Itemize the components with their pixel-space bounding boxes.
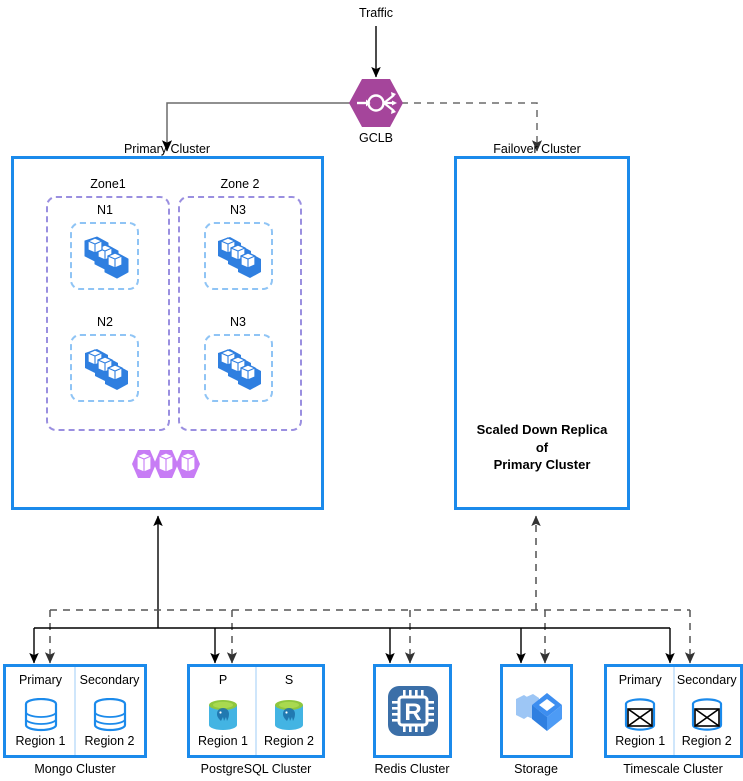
container-cubes-icon bbox=[218, 237, 261, 278]
region-label: Region 1 bbox=[615, 734, 666, 748]
zone-box-zone2[interactable] bbox=[178, 196, 302, 431]
datastore-box-storage[interactable] bbox=[500, 664, 573, 758]
node-label-n3-a: N3 bbox=[230, 203, 246, 217]
gclb-label: GCLB bbox=[358, 131, 394, 145]
zone-box-zone1[interactable] bbox=[46, 196, 170, 431]
timescale-primary-half: Primary Region 1 bbox=[607, 667, 674, 755]
timescale-secondary-half: Secondary Region 2 bbox=[674, 667, 741, 755]
timescale-cylinder-icon bbox=[625, 698, 656, 731]
purple-cubes-icon bbox=[132, 450, 200, 478]
node-label-n1: N1 bbox=[97, 203, 113, 217]
node-box-n3-a[interactable] bbox=[204, 222, 273, 290]
role-label: Secondary bbox=[676, 673, 737, 687]
datastore-caption-mongo: Mongo Cluster bbox=[34, 762, 116, 776]
failover-cluster-box[interactable]: Scaled Down Replica of Primary Cluster bbox=[454, 156, 630, 510]
datastore-caption-storage: Storage bbox=[514, 762, 558, 776]
region-label: Region 2 bbox=[84, 734, 135, 748]
postgres-elephant-icon bbox=[209, 700, 237, 730]
region-label: Region 2 bbox=[263, 734, 315, 748]
container-cubes-icon bbox=[85, 349, 128, 390]
zone1-label: Zone1 bbox=[90, 177, 126, 191]
container-cubes-icon bbox=[84, 236, 129, 279]
mongo-primary-half: Primary Region 1 bbox=[6, 667, 75, 755]
datastore-caption-redis: Redis Cluster bbox=[374, 762, 450, 776]
datastore-caption-postgres: PostgreSQL Cluster bbox=[200, 762, 312, 776]
role-label: Secondary bbox=[79, 673, 140, 687]
node-label-n3-b: N3 bbox=[230, 315, 246, 329]
mongo-secondary-half: Secondary Region 2 bbox=[75, 667, 144, 755]
datastore-caption-timescale: Timescale Cluster bbox=[623, 762, 723, 776]
region-label: Region 1 bbox=[197, 734, 249, 748]
load-balancer-icon bbox=[349, 79, 403, 127]
datastore-box-timescale[interactable]: Primary Region 1 Secondary Region 2 bbox=[604, 664, 743, 758]
zone2-label: Zone 2 bbox=[220, 177, 260, 191]
traffic-label: Traffic bbox=[358, 6, 394, 20]
failover-body-text: Scaled Down Replica of Primary Cluster bbox=[476, 422, 608, 473]
container-cubes-icon bbox=[218, 349, 261, 390]
mongo-cylinder-icon bbox=[93, 698, 126, 732]
datastore-box-mongo[interactable]: Primary Region 1 Secondary Region 2 bbox=[3, 664, 147, 758]
svg-text:R: R bbox=[404, 699, 421, 726]
postgres-elephant-icon bbox=[275, 700, 303, 730]
divider bbox=[74, 667, 76, 755]
timescale-cylinder-icon bbox=[691, 698, 722, 731]
role-label: Primary bbox=[18, 673, 63, 687]
postgres-primary-half: P Region 1 bbox=[190, 667, 256, 755]
region-label: Region 1 bbox=[15, 734, 66, 748]
node-box-n2[interactable] bbox=[70, 334, 139, 402]
mongo-cylinder-icon bbox=[24, 698, 57, 732]
divider bbox=[255, 667, 257, 755]
primary-cluster-label: Primary Cluster bbox=[123, 142, 211, 156]
datastore-box-postgres[interactable]: P Region 1 S Region 2 bbox=[187, 664, 325, 758]
role-label: Primary bbox=[618, 673, 662, 687]
datastore-box-redis[interactable]: R bbox=[373, 664, 452, 758]
postgres-secondary-half: S Region 2 bbox=[256, 667, 322, 755]
role-label: S bbox=[284, 673, 294, 687]
failover-cluster-label: Failover Cluster bbox=[493, 142, 581, 156]
divider bbox=[672, 667, 675, 755]
storage-cubes-icon bbox=[515, 693, 562, 731]
role-label: P bbox=[218, 673, 228, 687]
redis-chip-icon: R bbox=[387, 686, 438, 736]
node-label-n2: N2 bbox=[97, 315, 113, 329]
region-label: Region 2 bbox=[681, 734, 732, 748]
node-box-n1[interactable] bbox=[70, 222, 139, 290]
node-box-n3-b[interactable] bbox=[204, 334, 273, 402]
